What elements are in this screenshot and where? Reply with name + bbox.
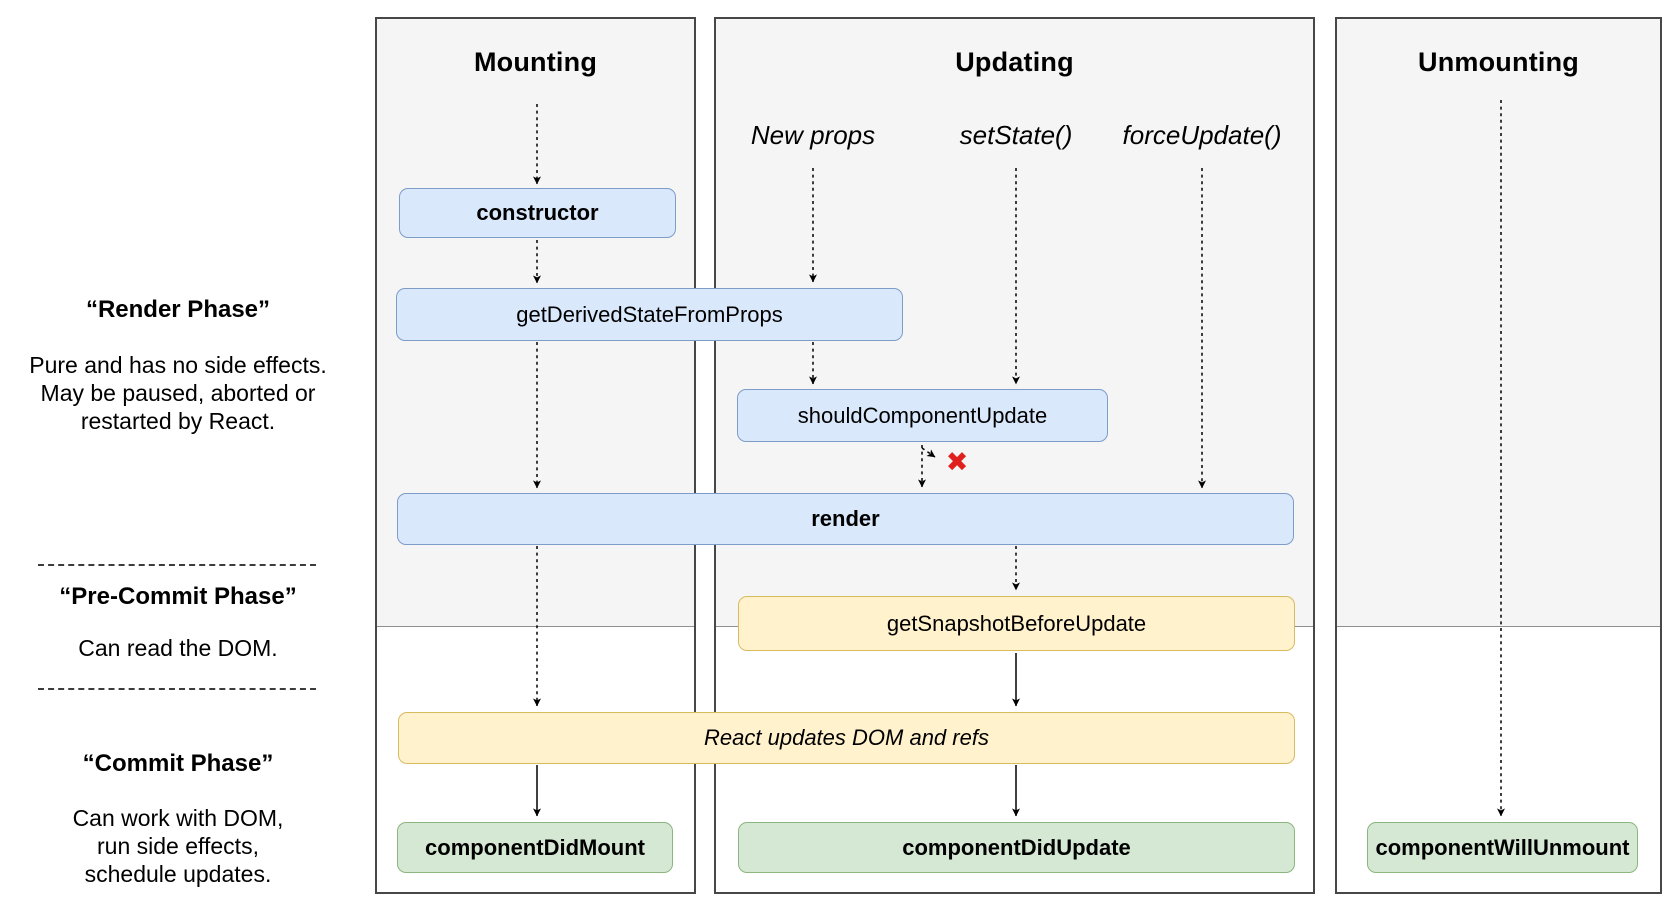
pre-commit-phase-title: “Pre-Commit Phase” [59, 583, 297, 610]
node-getderivedstatefromprops: getDerivedStateFromProps [396, 288, 903, 341]
commit-phase-description: Can work with DOM, run side effects, sch… [8, 804, 348, 888]
node-react-updates-dom: React updates DOM and refs [398, 712, 1295, 764]
commit-phase-heading: “Commit Phase” [8, 750, 348, 778]
node-getsnapshotbeforeupdate: getSnapshotBeforeUpdate [738, 596, 1295, 651]
trigger-force-update: forceUpdate() [1122, 120, 1282, 150]
render-phase-line2: May be paused, aborted or [40, 380, 316, 406]
unmounting-render-phase-region [1337, 19, 1660, 627]
mounting-title: Mounting [473, 47, 598, 77]
render-phase-title: “Render Phase” [85, 296, 271, 323]
node-shouldcomponentupdate: shouldComponentUpdate [737, 389, 1108, 442]
update-blocked-x-icon: ✖ [945, 447, 969, 478]
node-componentwillunmount: componentWillUnmount [1367, 822, 1638, 873]
render-phase-line3: restarted by React. [80, 408, 276, 434]
render-phase-heading: “Render Phase” [8, 296, 348, 324]
phase-separator-top [38, 564, 316, 566]
updating-title: Updating [955, 47, 1074, 77]
phase-separator-bottom [38, 688, 316, 690]
render-phase-description: Pure and has no side effects. May be pau… [8, 351, 348, 435]
unmounting-title: Unmounting [1418, 47, 1579, 77]
pre-commit-phase-heading: “Pre-Commit Phase” [8, 583, 348, 611]
node-render: render [397, 493, 1294, 545]
commit-phase-title: “Commit Phase” [82, 750, 274, 777]
trigger-set-state: setState() [959, 120, 1073, 150]
pre-commit-phase-line1: Can read the DOM. [78, 635, 278, 661]
commit-phase-line2: run side effects, [97, 833, 259, 859]
commit-phase-line1: Can work with DOM, [72, 805, 284, 831]
node-constructor: constructor [399, 188, 676, 238]
node-componentdidmount: componentDidMount [397, 822, 673, 873]
pre-commit-phase-description: Can read the DOM. [8, 634, 348, 662]
unmounting-panel: Unmounting [1335, 17, 1662, 894]
render-phase-line1: Pure and has no side effects. [29, 352, 327, 378]
trigger-new-props: New props [750, 120, 876, 150]
commit-phase-line3: schedule updates. [84, 861, 272, 887]
node-componentdidupdate: componentDidUpdate [738, 822, 1295, 873]
